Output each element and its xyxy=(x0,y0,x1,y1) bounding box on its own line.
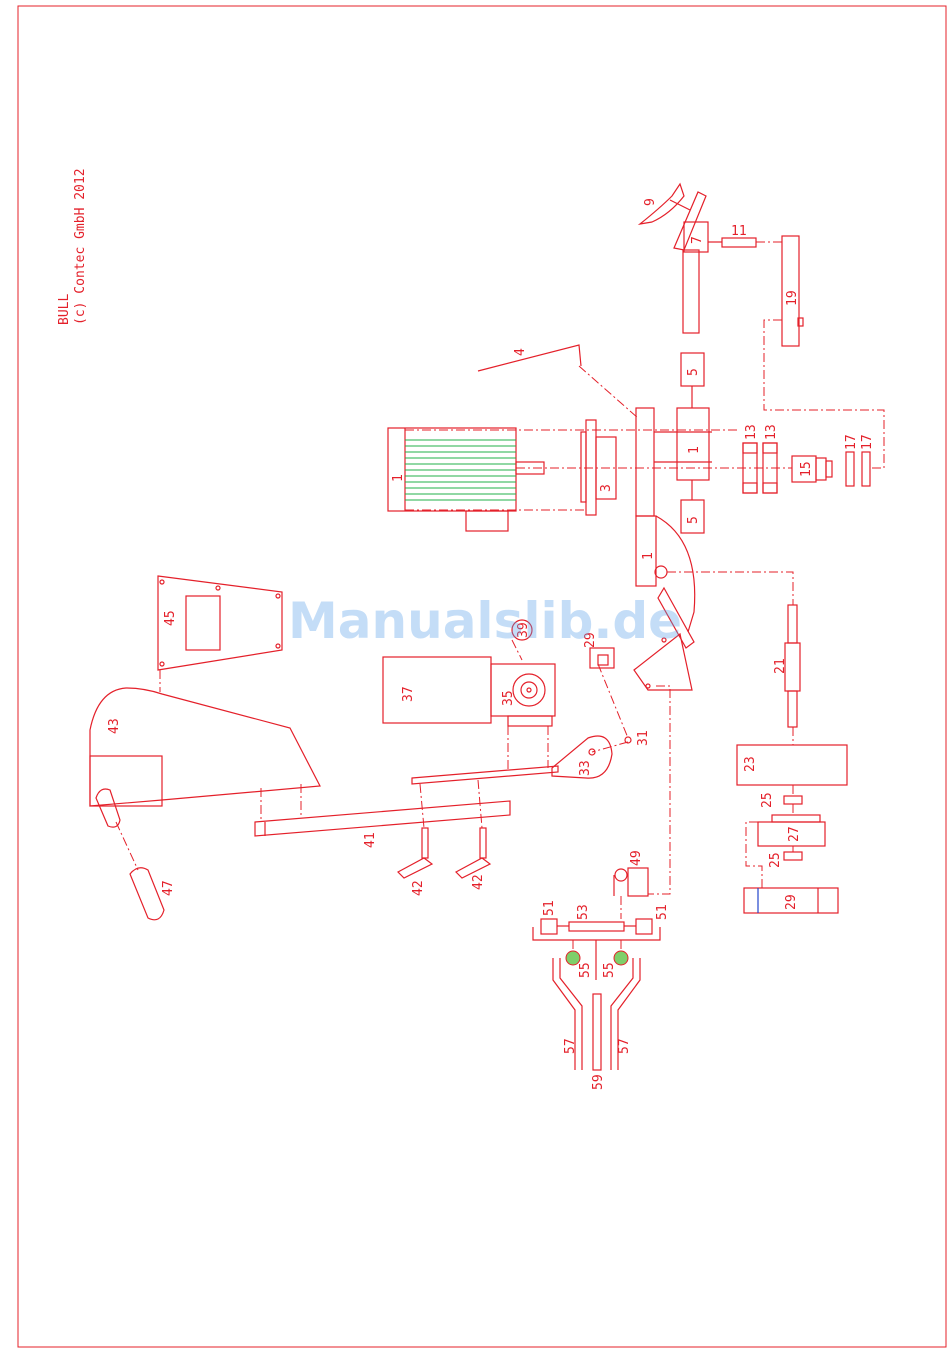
motor-cooling-fins xyxy=(405,440,516,500)
title-copyright: (c) Contec GmbH 2012 xyxy=(73,168,88,325)
clamp-lever-part-42a xyxy=(398,828,432,878)
part-labels: 1 1 1 3 4 5 5 7 9 11 13 13 15 17 17 19 2… xyxy=(107,198,875,1090)
switch-part-49 xyxy=(615,869,627,881)
label-part-59: 59 xyxy=(591,1074,606,1090)
clamp-lever-part-42b xyxy=(456,828,490,878)
label-part-13b: 13 xyxy=(764,424,779,440)
label-part-13a: 13 xyxy=(744,424,759,440)
title-block: BULL (c) Contec GmbH 2012 xyxy=(57,168,88,325)
handle-part-47 xyxy=(96,789,164,920)
label-part-5b: 5 xyxy=(686,516,701,524)
label-part-55b: 55 xyxy=(602,962,617,978)
label-part-41: 41 xyxy=(363,832,378,848)
cam-plate-assembly xyxy=(590,588,694,690)
label-part-42b: 42 xyxy=(471,874,486,890)
motor-assembly xyxy=(388,428,544,531)
label-part-51a: 51 xyxy=(542,900,557,916)
label-part-19: 19 xyxy=(785,290,800,306)
label-part-29-right: 29 xyxy=(784,894,799,910)
label-part-49: 49 xyxy=(629,850,644,866)
blade-part-4 xyxy=(478,345,581,371)
label-part-53: 53 xyxy=(576,904,591,920)
label-part-25b: 25 xyxy=(768,852,783,868)
label-part-11: 11 xyxy=(731,224,747,239)
label-part-37: 37 xyxy=(401,686,416,702)
label-part-39: 39 xyxy=(516,622,531,638)
label-part-15: 15 xyxy=(799,461,814,477)
label-part-25a: 25 xyxy=(760,792,775,808)
shaft xyxy=(683,250,699,333)
label-part-55a: 55 xyxy=(578,962,593,978)
label-part-3: 3 xyxy=(599,484,614,492)
pin-part-11 xyxy=(722,238,756,247)
label-part-21: 21 xyxy=(773,658,788,674)
block-part-51a xyxy=(541,919,557,934)
nut-part-25a xyxy=(784,796,802,804)
label-part-9: 9 xyxy=(643,198,658,206)
label-part-51b: 51 xyxy=(655,904,670,920)
label-part-33: 33 xyxy=(578,760,593,776)
label-part-27: 27 xyxy=(787,826,802,842)
label-part-47: 47 xyxy=(161,880,176,896)
label-part-1-motor: 1 xyxy=(391,474,406,482)
label-part-57b: 57 xyxy=(617,1038,632,1054)
bar-part-53 xyxy=(569,922,624,931)
motor-part-37 xyxy=(383,657,491,723)
bar-part-41 xyxy=(255,801,510,836)
housing-part-43 xyxy=(90,688,320,806)
label-part-1-gear: 1 xyxy=(687,446,702,454)
label-part-45: 45 xyxy=(163,610,178,626)
nut-part-25b xyxy=(784,852,802,860)
label-part-17a: 17 xyxy=(844,434,859,450)
washer-part-17b xyxy=(862,452,870,486)
label-part-4: 4 xyxy=(513,348,528,356)
label-part-35: 35 xyxy=(501,690,516,706)
block-part-51b xyxy=(636,919,652,934)
label-part-23: 23 xyxy=(743,756,758,772)
label-part-43: 43 xyxy=(107,718,122,734)
blade-part-59 xyxy=(593,994,601,1070)
center-lines xyxy=(116,242,884,950)
label-part-5a: 5 xyxy=(686,368,701,376)
label-part-42a: 42 xyxy=(411,880,426,896)
label-part-17b: 17 xyxy=(860,434,875,450)
label-part-1-tower: 1 xyxy=(641,552,656,560)
label-part-31: 31 xyxy=(636,730,651,746)
label-part-29-left: 29 xyxy=(583,632,598,648)
label-part-57a: 57 xyxy=(563,1038,578,1054)
slide-rail xyxy=(412,766,558,784)
sheet-border xyxy=(18,6,946,1347)
title-name: BULL xyxy=(57,294,72,325)
label-part-7: 7 xyxy=(690,236,705,244)
washer-part-17a xyxy=(846,452,854,486)
